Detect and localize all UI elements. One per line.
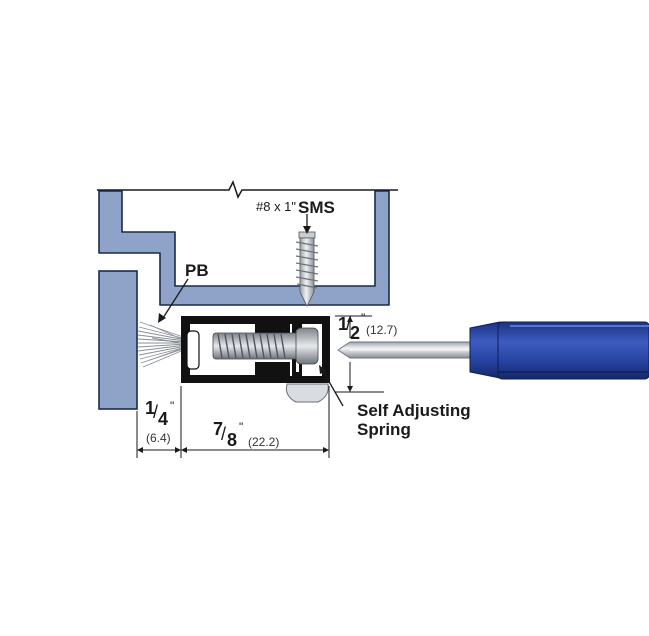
height-dim-den: 2 bbox=[350, 323, 360, 343]
brush-seal-icon bbox=[137, 321, 187, 368]
gap-dim-mm: (6.4) bbox=[146, 431, 171, 445]
screw-spec-label: #8 x 1" bbox=[256, 199, 296, 214]
height-dimension bbox=[335, 315, 384, 393]
screwdriver-icon[interactable] bbox=[337, 321, 649, 380]
width-dim-inch: " bbox=[239, 420, 243, 434]
spring-label-line2: Spring bbox=[357, 420, 411, 439]
spring-icon bbox=[212, 327, 319, 365]
spring-label-line1: Self Adjusting bbox=[357, 401, 471, 420]
gap-dim-den: 4 bbox=[158, 409, 168, 429]
brush-label: PB bbox=[185, 261, 209, 280]
height-dim-inch: " bbox=[361, 311, 365, 325]
wall-break-line bbox=[97, 180, 398, 199]
width-dim-den: 8 bbox=[227, 430, 237, 450]
door-frame-channel bbox=[98, 190, 390, 306]
width-dimension-label: 7 / 8 " (22.2) bbox=[213, 419, 279, 450]
height-dimension-label: 1 / 2 " (12.7) bbox=[338, 311, 397, 343]
adjuster-cap bbox=[285, 383, 329, 403]
height-dim-mm: (12.7) bbox=[366, 323, 397, 337]
gap-dim-slash: / bbox=[153, 402, 158, 422]
bottom-dimension-lines bbox=[136, 386, 330, 458]
screw-icon bbox=[295, 231, 319, 307]
spring-pointer-arrow bbox=[319, 365, 344, 407]
door-jamb bbox=[98, 270, 138, 410]
screw-pointer-arrow bbox=[303, 214, 311, 234]
width-dim-num: 7 bbox=[213, 419, 223, 439]
screw-type-label: SMS bbox=[298, 198, 335, 217]
height-dim-whole: 1 bbox=[338, 314, 348, 334]
gap-dimension-label: 1 / 4 " (6.4) bbox=[145, 398, 174, 445]
width-dim-mm: (22.2) bbox=[248, 435, 279, 449]
brush-pointer-arrow bbox=[158, 278, 189, 323]
width-dim-slash: / bbox=[221, 424, 226, 444]
height-dim-slash: / bbox=[346, 314, 351, 334]
gap-dim-inch: " bbox=[170, 399, 174, 413]
gap-dim-num: 1 bbox=[145, 398, 155, 418]
